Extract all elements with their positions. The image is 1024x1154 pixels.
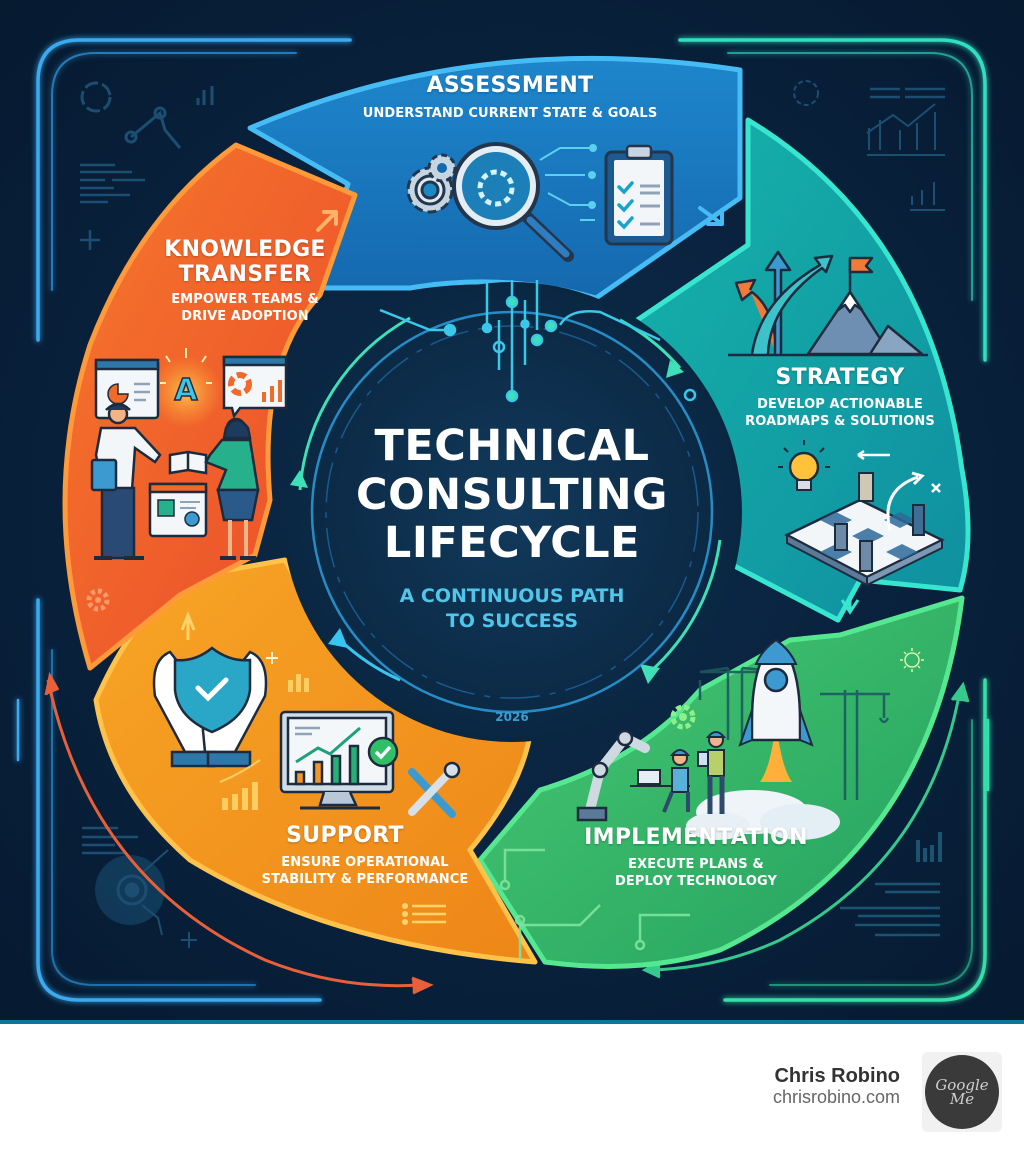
checklist-clipboard-icon [604,144,674,246]
arrow-icon [180,610,196,640]
robot-arm-icon [576,729,650,822]
footer: Chris Robino chrisrobino.com [0,1024,1024,1154]
arrow-icon [698,206,724,226]
sun-gear-icon [900,648,924,672]
presentation-screen-icon [94,358,160,420]
speech-chart-icon [222,355,288,419]
orbit-arrows [44,671,970,995]
list-lines-icon [401,902,446,926]
diverging-arrows-icon [734,250,834,355]
infographic-artwork: A [16,38,990,1002]
title-line-1: TECHNICAL [374,421,650,471]
author-name: Chris Robino [774,1065,900,1087]
arrow-icon [840,598,860,615]
magnifying-glass-icon [452,142,574,262]
subtitle-line-2: TO SUCCESS [445,610,579,633]
chessboard-icon [784,449,945,587]
year-label: 2026 [495,710,529,724]
implementation-subtitle-line-2: DEPLOY TECHNOLOGY [614,873,778,889]
subtitle: A CONTINUOUS PATH TO SUCCESS [322,584,702,635]
svg-text:A: A [174,373,198,408]
knowledge-transfer-subtitle-line-1: EMPOWER TEAMS & [171,292,319,308]
workers-icon [630,731,727,814]
profile-card-icon [148,482,208,538]
circuit-traces-icon [499,848,690,960]
gear-icon [86,588,110,612]
segment-knowledge-transfer-label: KNOWLEDGE TRANSFER EMPOWER TEAMS & DRIVE… [135,237,355,326]
knowledge-transfer-title-line-2: TRANSFER [178,261,312,287]
title-line-2: CONSULTING [356,469,668,520]
author-site-link[interactable]: chrisrobino.com [772,1087,900,1107]
strategy-title: STRATEGY [775,365,905,390]
knowledge-transfer-title-line-1: KNOWLEDGE [164,237,326,262]
gear-icon [670,704,696,730]
segment-implementation-label: IMPLEMENTATION EXECUTE PLANS & DEPLOY TE… [556,825,836,890]
avatar-container[interactable]: Google Me [922,1052,1002,1132]
author-block: Chris Robino chrisrobino.com [773,1065,900,1109]
lifecycle-infographic: A [0,0,1024,1020]
circuit-lines-icon [539,144,597,221]
segment-support-label: SUPPORT ENSURE OPERATIONAL STABILITY & P… [240,823,490,888]
bar-chart-icon [219,674,309,810]
support-subtitle-line-2: STABILITY & PERFORMANCE [261,871,469,887]
segment-strategy-label: STRATEGY DEVELOP ACTIONABLE ROADMAPS & S… [730,365,950,430]
divider [0,1020,1024,1024]
crane-icon [698,666,890,800]
letter-a-icon: A [160,348,212,409]
people-sharing-book-icon [90,402,260,560]
strategy-subtitle-line-1: DEVELOP ACTIONABLE [757,396,923,412]
mountain-flag-icon [728,256,928,357]
page-title: TECHNICAL CONSULTING LIFECYCLE [322,422,702,568]
glow-spot [150,356,222,428]
segment-assessment-label: ASSESSMENT UNDERSTAND CURRENT STATE & GO… [330,73,690,122]
avatar-text-line-2: Me [949,1090,975,1108]
implementation-title: IMPLEMENTATION [584,825,808,850]
avatar: Google Me [925,1055,999,1129]
background-doodles [80,80,945,948]
support-title: SUPPORT [286,823,404,848]
gear-icon [427,153,457,183]
shield-check-hands-icon [152,646,268,768]
monitor-chart-icon [279,710,395,810]
strategy-subtitle-line-2: ROADMAPS & SOLUTIONS [745,413,935,429]
wrench-screwdriver-icon [408,761,461,818]
plus-icon [266,652,278,664]
assessment-title: ASSESSMENT [426,73,594,98]
avatar-text-line-1: Google [935,1075,989,1094]
center-title-block: TECHNICAL CONSULTING LIFECYCLE A CONTINU… [322,422,702,635]
support-subtitle-line-1: ENSURE OPERATIONAL [281,854,449,870]
arrow-icon [316,210,338,232]
lightbulb-icon [778,440,830,491]
center-hub [282,280,742,742]
title-line-3: LIFECYCLE [383,518,641,569]
knowledge-transfer-subtitle-line-2: DRIVE ADOPTION [181,309,309,325]
implementation-subtitle-line-1: EXECUTE PLANS & [628,856,764,872]
check-badge-icon [367,736,399,768]
assessment-subtitle: UNDERSTAND CURRENT STATE & GOALS [362,105,658,121]
frame-decoration [16,38,990,1002]
subtitle-line-1: A CONTINUOUS PATH [399,584,625,607]
